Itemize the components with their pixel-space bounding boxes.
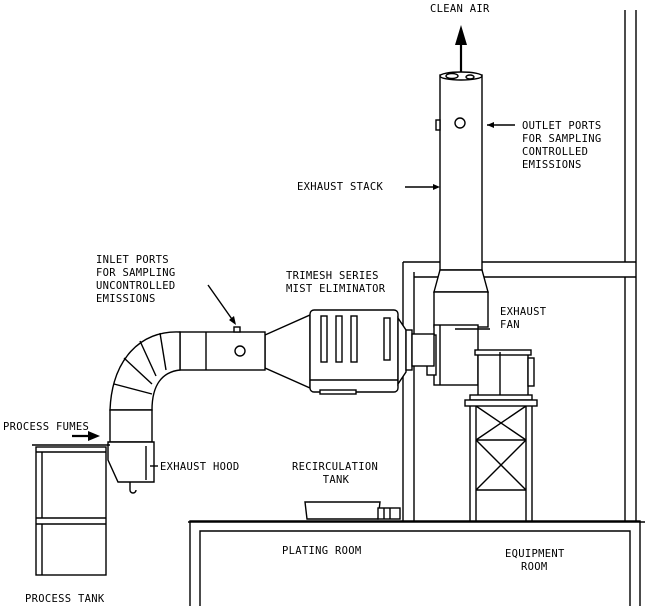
mist-eliminator: [264, 309, 435, 395]
process-tank-label: PROCESS TANK: [25, 593, 105, 605]
process-fumes-label: PROCESS FUMES: [3, 421, 89, 433]
svg-text:INLET PORTS: INLET PORTS: [96, 254, 169, 266]
building-floor: [188, 520, 645, 606]
inlet-duct: [109, 326, 266, 443]
exhaust-stack: [433, 71, 489, 328]
exhaust-hood-label: EXHAUST HOOD: [160, 461, 239, 473]
recirculation-tank: [304, 501, 401, 520]
equipment-room-walls: [402, 10, 637, 521]
fan-stand: [464, 399, 538, 521]
svg-text:EXHAUST: EXHAUST: [500, 306, 547, 318]
svg-text:FOR SAMPLING: FOR SAMPLING: [522, 133, 601, 145]
exhaust-stack-label: EXHAUST STACK: [297, 181, 383, 193]
plating-room-label: PLATING ROOM: [282, 545, 361, 557]
exhaust-hood: [107, 441, 155, 494]
clean-air-label: CLEAN AIR: [430, 3, 490, 15]
mist-eliminator-label: TRIMESH SERIES MIST ELIMINATOR: [286, 270, 386, 295]
outlet-port: [454, 117, 466, 129]
svg-text:FAN: FAN: [500, 319, 520, 331]
exhaust-fan: [426, 324, 535, 401]
svg-text:TRIMESH SERIES: TRIMESH SERIES: [286, 270, 379, 282]
outlet-ports-label: OUTLET PORTS FOR SAMPLING CONTROLLED EMI…: [522, 120, 601, 171]
svg-text:OUTLET PORTS: OUTLET PORTS: [522, 120, 601, 132]
svg-text:ROOM: ROOM: [521, 561, 548, 573]
svg-text:TANK: TANK: [323, 474, 350, 486]
svg-text:MIST ELIMINATOR: MIST ELIMINATOR: [286, 283, 386, 295]
process-fumes-arrow: [72, 431, 100, 441]
inlet-ports-label: INLET PORTS FOR SAMPLING UNCONTROLLED EM…: [96, 254, 175, 305]
svg-text:EMISSIONS: EMISSIONS: [522, 159, 582, 171]
process-tank: [32, 444, 110, 576]
svg-text:RECIRCULATION: RECIRCULATION: [292, 461, 378, 473]
equipment-room-label: EQUIPMENT ROOM: [505, 548, 565, 573]
svg-text:UNCONTROLLED: UNCONTROLLED: [96, 280, 175, 292]
clean-air-arrow: [455, 25, 467, 72]
inlet-port: [234, 345, 246, 357]
svg-text:EQUIPMENT: EQUIPMENT: [505, 548, 565, 560]
svg-text:FOR SAMPLING: FOR SAMPLING: [96, 267, 175, 279]
svg-text:CONTROLLED: CONTROLLED: [522, 146, 588, 158]
recirculation-tank-label: RECIRCULATION TANK: [292, 461, 378, 486]
exhaust-fan-label: EXHAUST FAN: [500, 306, 547, 331]
svg-text:EMISSIONS: EMISSIONS: [96, 293, 156, 305]
leader-lines: [150, 122, 515, 467]
